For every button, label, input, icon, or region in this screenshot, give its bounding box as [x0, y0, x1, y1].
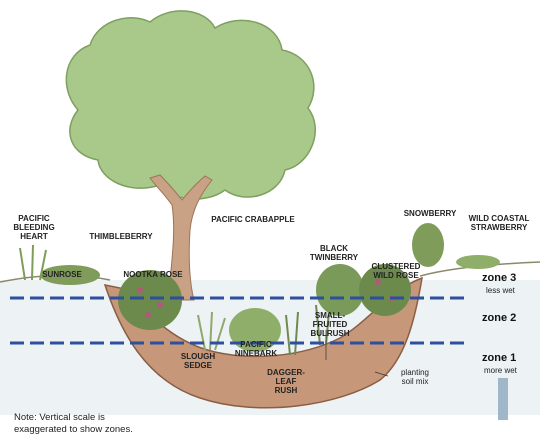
label-wild-coastal-strawberry: WILD COASTAL STRAWBERRY — [463, 214, 535, 232]
overflow-pipe — [498, 378, 508, 420]
black-twinberry-shrub — [316, 264, 364, 316]
label-planting-soil-mix: planting soil mix — [390, 368, 440, 386]
zone2-label: zone 2 — [482, 312, 516, 324]
label-clustered-wild-rose: CLUSTERED WILD ROSE — [366, 262, 426, 280]
label-sunrose: SUNROSE — [34, 270, 90, 279]
label-thimbleberry: THIMBLEBERRY — [82, 232, 160, 241]
label-dagger-leaf-rush: DAGGER- LEAF RUSH — [258, 368, 314, 395]
nootka-rose-shrub — [118, 270, 182, 330]
snowberry-shrub — [412, 223, 444, 267]
label-black-twinberry: BLACK TWINBERRY — [300, 244, 368, 262]
label-snowberry: SNOWBERRY — [395, 209, 465, 218]
zone1-sub: more wet — [484, 366, 517, 375]
label-pacific-crabapple: PACIFIC CRABAPPLE — [198, 215, 308, 224]
strawberry-plant — [456, 255, 500, 269]
label-nootka-rose: NOOTKA ROSE — [118, 270, 188, 279]
zone3-sub: less wet — [486, 286, 515, 295]
zone1-label: zone 1 — [482, 352, 516, 364]
label-slough-sedge: SLOUGH SEDGE — [170, 352, 226, 370]
label-small-fruited-bulrush: SMALL- FRUITED BULRUSH — [302, 311, 358, 338]
crabapple-canopy — [66, 11, 315, 199]
label-pacific-bleeding-heart: PACIFIC BLEEDING HEART — [6, 214, 62, 241]
vertical-scale-note: Note: Vertical scale is exaggerated to s… — [14, 412, 204, 436]
zone3-label: zone 3 — [482, 272, 516, 284]
label-pacific-ninebark: PACIFIC NINEBARK — [228, 340, 284, 358]
